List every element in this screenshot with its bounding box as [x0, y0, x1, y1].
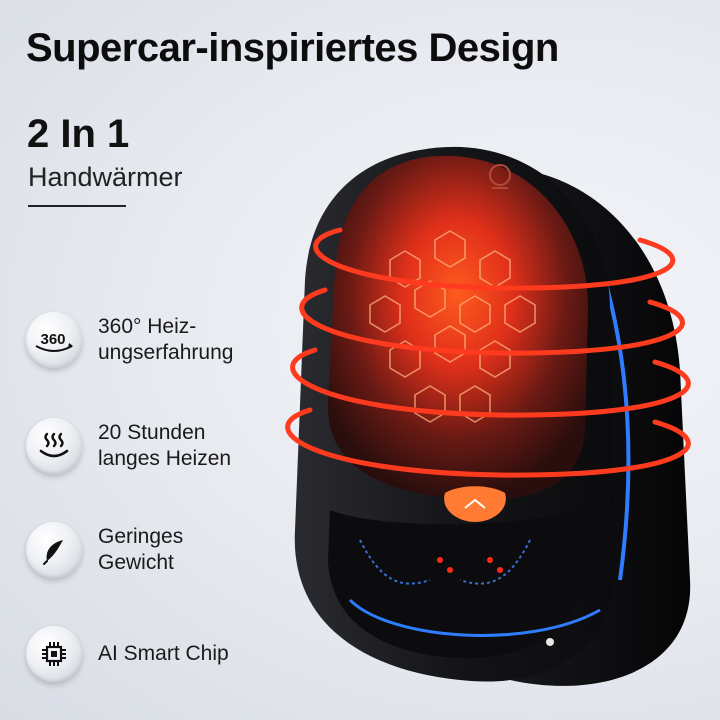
feature-360-heating: 360 360° Heiz- ungserfahrung [26, 312, 233, 368]
power-button[interactable] [444, 486, 506, 522]
subtitle-sub: Handwärmer [28, 162, 183, 192]
brand-logo-icon [489, 164, 511, 189]
feature-20-hours: 20 Stunden langes Heizen [26, 418, 231, 474]
feature-label: AI Smart Chip [98, 642, 229, 665]
heat-waves-icon [26, 418, 82, 474]
feature-label: 20 Stunden langes Heizen [98, 421, 232, 470]
subtitle-main: 2 In 1 [27, 112, 130, 156]
rotation-360-icon: 360 [26, 312, 82, 368]
feature-label: 360° Heiz- ungserfahrung [98, 315, 234, 364]
feature-label: Geringes Gewicht [98, 525, 184, 574]
lower-front-face [328, 505, 590, 659]
indicator-leds [437, 557, 503, 573]
divider [28, 205, 126, 207]
feather-icon [26, 522, 82, 578]
heat-rings [285, 227, 691, 478]
blue-accent-line [603, 279, 631, 581]
bottom-edge-highlight [348, 598, 601, 637]
blue-decor-stripes [359, 539, 531, 585]
feature-light-weight: Geringes Gewicht [26, 522, 183, 578]
hand-warmer-product-image [285, 146, 691, 686]
heating-panel [327, 155, 589, 500]
headline: Supercar-inspiriertes Design [26, 26, 559, 70]
badge-360-text: 360 [40, 331, 65, 348]
chip-icon [26, 626, 82, 682]
feature-ai-chip: AI Smart Chip [26, 626, 229, 682]
